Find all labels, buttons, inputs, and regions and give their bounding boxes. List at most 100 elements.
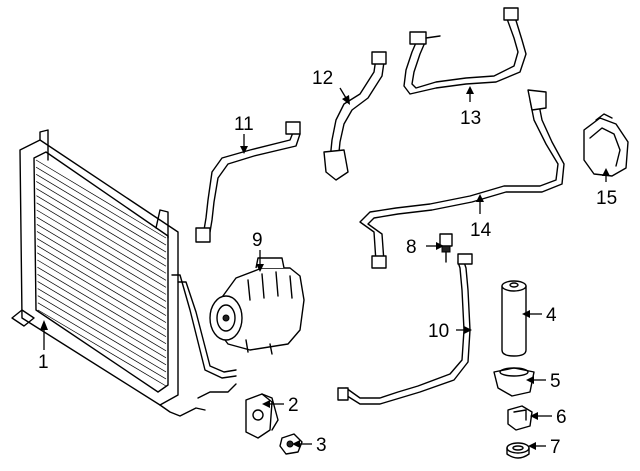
condenser-fin (36, 209, 167, 288)
callout-14: 14 (470, 220, 492, 241)
compressor-clutch-inner (216, 304, 236, 332)
condenser-fin (37, 259, 167, 337)
condenser-fin (36, 216, 167, 295)
condenser-bottom-pipe (159, 404, 206, 417)
seal-inner (512, 445, 524, 451)
condenser-fin (37, 295, 167, 373)
cover-body (583, 117, 629, 177)
liquid-line-end (337, 387, 349, 401)
seal-7[interactable] (506, 442, 530, 459)
condenser-fins (35, 159, 167, 387)
clamp-slot (513, 409, 527, 421)
liquid-line[interactable] (337, 253, 473, 405)
callout-12: 12 (312, 68, 333, 89)
condenser-fin (36, 202, 167, 281)
condenser-fin (37, 252, 167, 330)
liquid-line-tube (343, 261, 471, 405)
tube-14-fitting-top (527, 89, 547, 111)
bracket-2[interactable] (245, 393, 279, 439)
condenser-fin (36, 173, 167, 253)
bracket-body (245, 393, 273, 439)
tube-13-main (403, 13, 527, 95)
condenser-fin (36, 231, 167, 309)
condenser-fin (35, 166, 167, 246)
callout-9: 9 (252, 230, 263, 251)
drier-top (501, 280, 527, 292)
callout-3: 3 (316, 435, 327, 456)
bracket-hole (252, 409, 264, 421)
suction-hose-fitting (371, 51, 387, 65)
callout-1: 1 (38, 352, 49, 373)
drier-bracket[interactable] (493, 367, 535, 397)
pressure-switch[interactable] (439, 233, 453, 263)
condenser-fin (36, 188, 167, 267)
condenser[interactable] (11, 129, 237, 417)
tube-13-inner (411, 15, 519, 89)
tube-assembly-14[interactable] (359, 89, 565, 269)
callout-4: 4 (546, 305, 557, 326)
condenser-fin (37, 266, 167, 345)
switch-head (439, 233, 453, 247)
compressor-ribs (247, 271, 293, 301)
condenser-fin (37, 302, 167, 380)
compressor[interactable] (209, 257, 305, 355)
receiver-drier[interactable] (501, 280, 527, 357)
callout-labels: 1 2 3 4 5 6 7 8 9 10 11 12 13 14 15 (38, 68, 617, 458)
clamp-6[interactable] (507, 405, 533, 431)
drier-fitting (509, 282, 519, 288)
discharge-hose-end (195, 227, 211, 243)
callout-7: 7 (550, 437, 561, 458)
liquid-line-fitting (457, 253, 473, 265)
seal-side (506, 447, 530, 459)
discharge-hose[interactable] (195, 121, 301, 243)
suction-hose-tube (329, 57, 377, 161)
compressor-feet (245, 339, 273, 355)
drier-bracket-ring (499, 367, 529, 377)
suction-hose-sensor (323, 149, 349, 181)
liquid-line-tube-2 (345, 261, 465, 399)
bracket-side (261, 393, 279, 431)
callout-8: 8 (406, 237, 417, 258)
switch-hex (441, 245, 451, 253)
callout-10: 10 (428, 321, 449, 342)
callout-15: 15 (596, 188, 617, 209)
condenser-fin (36, 181, 167, 260)
condenser-fin (37, 309, 167, 387)
discharge-hose-tube-2 (209, 133, 301, 233)
callout-2: 2 (288, 395, 299, 416)
condenser-fin (37, 281, 167, 359)
condenser-fin (35, 159, 167, 239)
seal-outer (506, 442, 530, 454)
condenser-fin (37, 273, 167, 352)
condenser-fin (36, 223, 167, 302)
condenser-fin (36, 238, 167, 316)
condenser-mid-bracket (155, 209, 169, 239)
drier-body (501, 286, 527, 357)
condenser-top-bracket (39, 129, 49, 161)
condenser-fin (37, 288, 167, 366)
callout-5: 5 (550, 371, 561, 392)
clamp-body (507, 405, 533, 431)
tube-assembly-13[interactable] (403, 7, 527, 95)
suction-hose-tube-2 (337, 61, 385, 163)
condenser-side-tube (171, 274, 237, 379)
suction-hose[interactable] (323, 51, 387, 181)
tube-14-fitting-bottom (371, 255, 387, 269)
expansion-valve-cover[interactable] (583, 113, 629, 177)
condenser-left-mount (11, 309, 35, 327)
tube-14-inner (367, 99, 565, 263)
callout-11: 11 (234, 114, 254, 135)
discharge-hose-fitting (285, 121, 301, 135)
tube-14-main (359, 99, 559, 263)
discharge-hose-tube (203, 129, 295, 231)
tube-13-tab (425, 35, 441, 39)
condenser-fin (36, 195, 167, 274)
tube-13-fitting-left (409, 31, 427, 45)
callout-13: 13 (460, 108, 481, 129)
condenser-bottom-pipe-2 (197, 383, 237, 399)
callout-6: 6 (556, 407, 567, 428)
cover-ridge (589, 127, 621, 167)
callout-leaders (40, 86, 610, 450)
compressor-hub (222, 314, 230, 322)
